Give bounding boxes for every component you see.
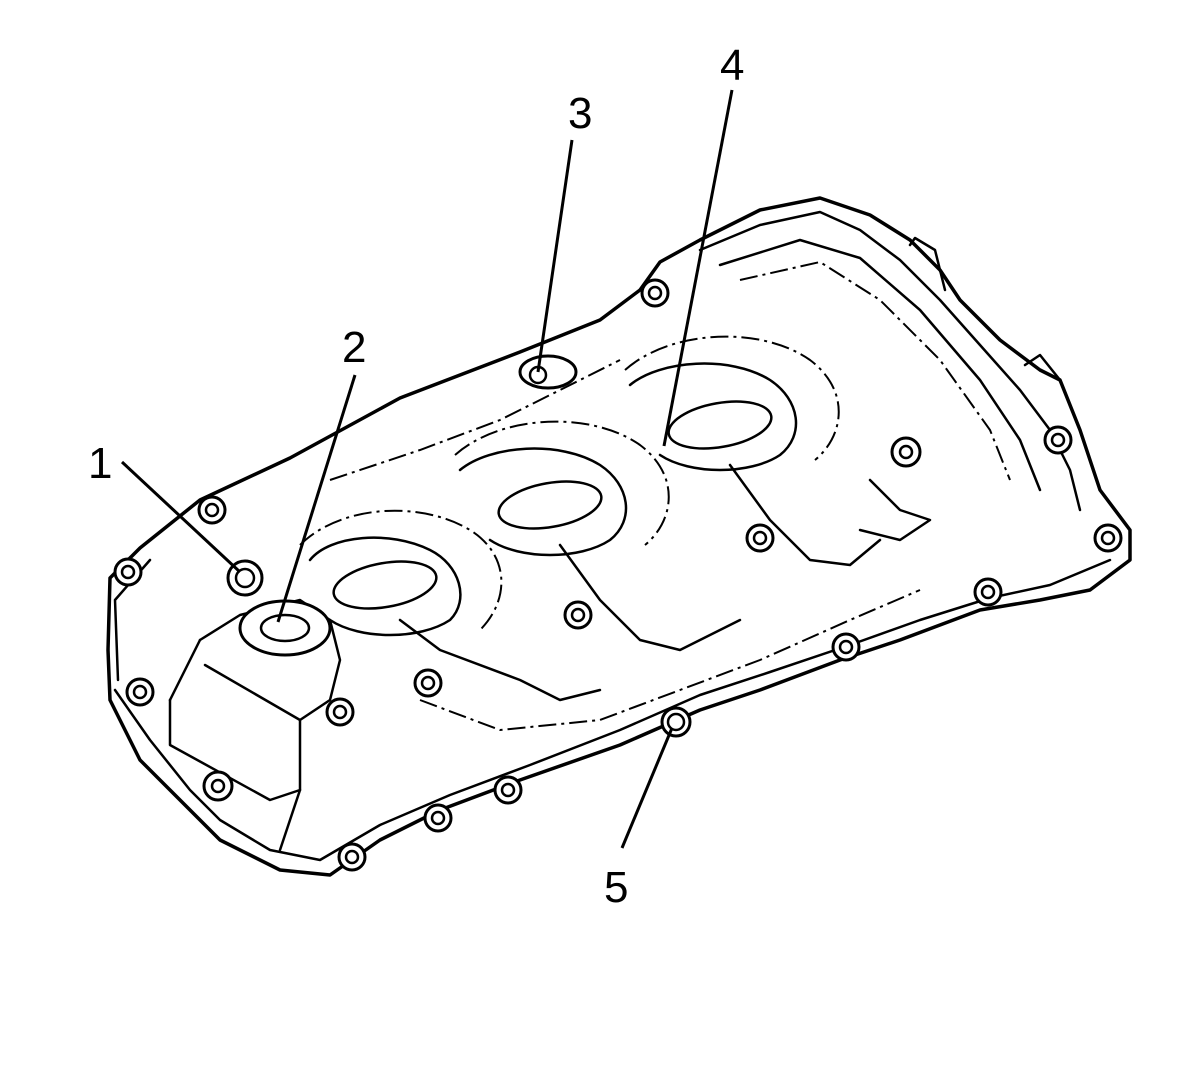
- bolt-holes: [113, 278, 1123, 872]
- cover-ribs: [329, 359, 932, 732]
- callout-labels: 1 2 3 4 5: [88, 41, 744, 912]
- journal-opening-middle: [454, 420, 670, 557]
- valve-cover-body: [106, 196, 1132, 877]
- leader-3: [536, 139, 574, 373]
- leader-5: [620, 727, 674, 849]
- leader-lines: [120, 89, 734, 849]
- feature-5-boss: [666, 712, 686, 732]
- journal-opening-right: [624, 335, 840, 472]
- leader-1: [120, 460, 242, 574]
- callout-5: 5: [604, 863, 628, 912]
- callout-3: 3: [568, 89, 592, 138]
- callout-2: 2: [342, 323, 366, 372]
- leader-2: [276, 374, 357, 623]
- feature-3-boss: [518, 354, 578, 390]
- callout-1: 1: [88, 439, 112, 488]
- callout-4: 4: [720, 41, 744, 90]
- leader-4: [662, 89, 734, 447]
- feature-2-oil-fill-opening: [238, 599, 332, 657]
- journal-opening-left: [299, 509, 503, 637]
